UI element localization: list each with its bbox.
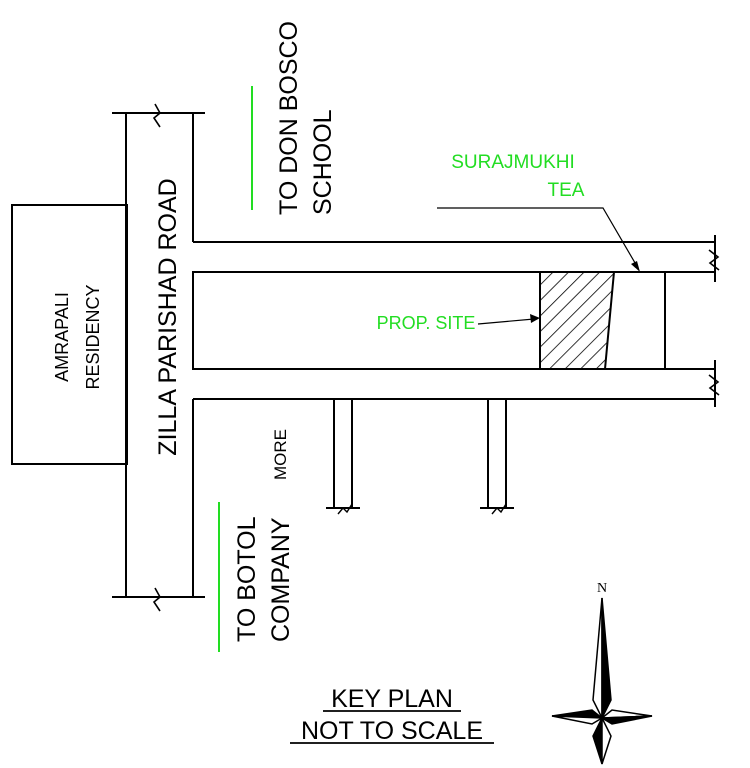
botol-label: TO BOTOL <box>233 516 261 642</box>
right-break-upper-mark <box>708 249 720 271</box>
prop-site-leader-line <box>477 318 535 325</box>
more-label: MORE <box>271 429 290 480</box>
residency-label: RESIDENCY <box>83 284 103 389</box>
company-label: COMPANY <box>267 517 295 642</box>
prop-site-arrow-head <box>530 314 540 323</box>
amrapali-label: AMRAPALI <box>52 292 72 382</box>
not-to-scale-label: NOT TO SCALE <box>301 717 483 745</box>
plot-block <box>192 271 666 370</box>
school-label: SCHOOL <box>309 109 337 215</box>
proposed-site-hatch <box>539 271 616 370</box>
north-compass-rose-icon: N <box>551 581 653 765</box>
prop-site-label: PROP. SITE <box>377 313 476 333</box>
road-name-label: ZILLA PARISHAD ROAD <box>154 178 182 455</box>
surajmukhi-arrow-head <box>631 261 640 272</box>
surajmukhi-label: SURAJMUKHI <box>451 152 575 173</box>
don-bosco-label: TO DON BOSCO <box>275 21 303 215</box>
branch-1-break-mark <box>337 503 353 515</box>
north-letter: N <box>597 581 607 596</box>
surajmukhi-leader-line <box>437 207 639 269</box>
tea-label: TEA <box>548 180 585 201</box>
road-top-break-mark <box>152 103 162 128</box>
road-bottom-break-mark <box>152 587 162 612</box>
branch-2-break-mark <box>491 503 507 515</box>
key-plan-title: KEY PLAN <box>331 685 453 713</box>
right-break-lower-mark <box>708 374 720 396</box>
